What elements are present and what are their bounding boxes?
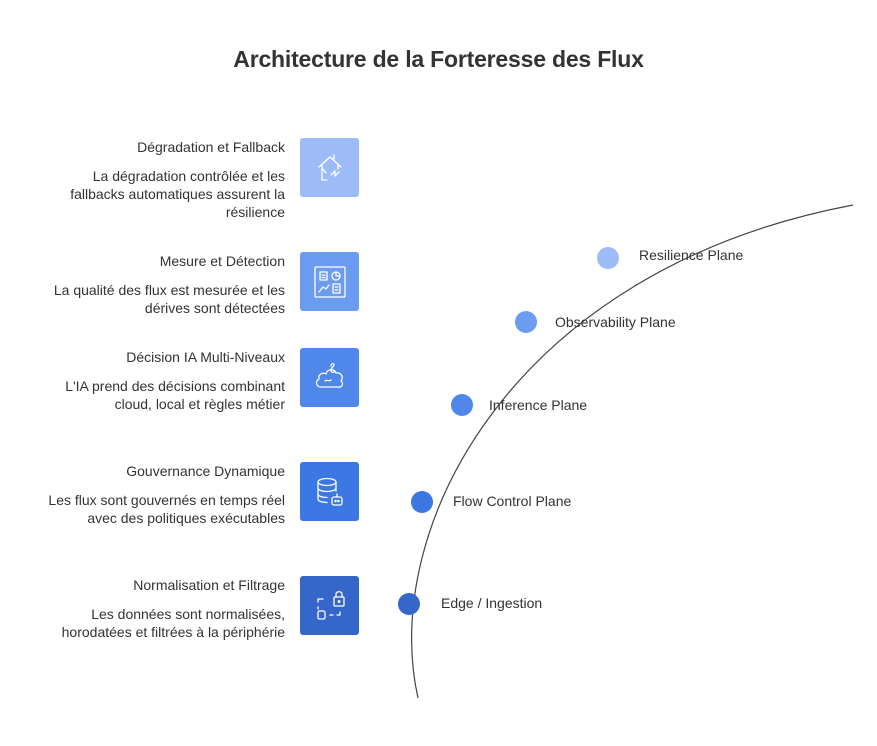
tile-mesure bbox=[300, 252, 359, 311]
layer-description-gouvernance: Les flux sont gouvernés en temps réel av… bbox=[48, 492, 285, 526]
cloud-icon bbox=[315, 362, 343, 388]
layer-heading-degradation: Dégradation et Fallback bbox=[137, 139, 285, 155]
plane-label-observability: Observability Plane bbox=[555, 314, 676, 330]
plane-arc bbox=[411, 204, 854, 699]
database-bot-icon bbox=[316, 477, 343, 506]
layer-heading-gouvernance: Gouvernance Dynamique bbox=[126, 463, 285, 479]
layer-description-decision: L'IA prend des décisions combinant cloud… bbox=[65, 378, 285, 412]
layer-description-mesure: La qualité des flux est mesurée et les d… bbox=[53, 282, 285, 316]
tile-degradation bbox=[300, 138, 359, 197]
home-lightning-icon bbox=[317, 153, 342, 181]
layer-description-normalisation: Les données sont normalisées, horodatées… bbox=[61, 606, 285, 640]
tile-normalisation bbox=[300, 576, 359, 635]
plane-marker-flow-control bbox=[411, 491, 433, 513]
plane-marker-inference bbox=[451, 394, 473, 416]
layer-heading-normalisation: Normalisation et Filtrage bbox=[133, 577, 285, 593]
plane-marker-edge bbox=[398, 593, 420, 615]
plane-label-inference: Inference Plane bbox=[489, 397, 588, 413]
plane-label-edge: Edge / Ingestion bbox=[441, 595, 543, 611]
plane-label-resilience: Resilience Plane bbox=[639, 247, 744, 263]
tile-decision bbox=[300, 348, 359, 407]
diagram-title: Architecture de la Forteresse des Flux bbox=[233, 46, 644, 72]
dashboard-icon bbox=[313, 265, 346, 298]
plane-label-flow-control: Flow Control Plane bbox=[453, 493, 572, 509]
tile-gouvernance bbox=[300, 462, 359, 521]
plane-marker-observability bbox=[515, 311, 537, 333]
layer-heading-decision: Décision IA Multi-Niveaux bbox=[126, 349, 285, 365]
secure-scan-icon bbox=[316, 590, 345, 620]
layer-heading-mesure: Mesure et Détection bbox=[159, 253, 285, 269]
layer-description-degradation: La dégradation contrôlée et les fallback… bbox=[70, 168, 285, 220]
plane-marker-resilience bbox=[597, 247, 619, 269]
